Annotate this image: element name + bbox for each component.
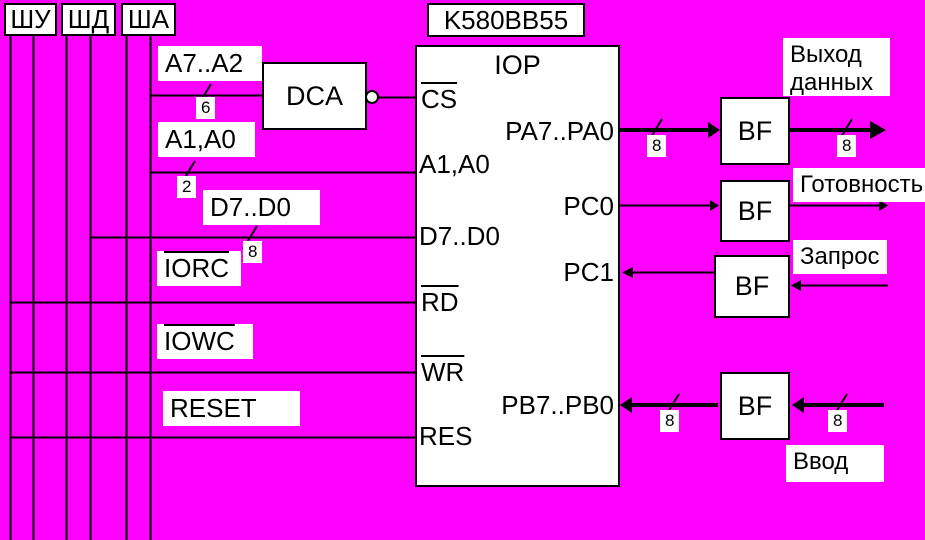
buffer-ready-box: BF [720, 180, 790, 242]
signal-label-d7d0: D7..D0 [203, 190, 320, 226]
bus-width-6: 6 [196, 97, 216, 120]
bus-width-8-pb-chip: 8 [660, 410, 680, 433]
buffer-label: BF [737, 195, 773, 226]
data-output-line2: данных [790, 69, 874, 96]
buffer-request-box: BF [714, 255, 790, 318]
buffer-data-output-box: BF [720, 97, 790, 165]
bus-width-8-pa-out: 8 [837, 135, 857, 158]
pin-pb: PB7..PB0 [501, 390, 614, 420]
buffer-label: BF [737, 390, 773, 421]
pin-rd: RD [421, 287, 459, 317]
pin-pc1: PC1 [563, 257, 614, 287]
pin-pc0: PC0 [563, 191, 614, 221]
pin-pa: PA7..PA0 [505, 116, 614, 146]
pin-res: RES [419, 421, 473, 451]
bus-label-data: ШД [61, 3, 116, 36]
bus-lines [9, 36, 152, 540]
signal-label-iowc: IOWC [157, 324, 253, 360]
chip-title: K580BB55 [427, 3, 585, 37]
data-input-label: Ввод [786, 445, 884, 482]
pin-a1a0: A1,A0 [419, 149, 490, 179]
request-label: Запрос [793, 240, 887, 274]
dca-inverter-bubble [365, 90, 379, 104]
data-output-label: Выход данных [783, 38, 890, 96]
bus-width-8-pa-chip: 8 [647, 135, 667, 158]
dca-decoder-box: DCA [262, 62, 367, 130]
bus-label-address: ША [121, 3, 176, 36]
signal-label-a7a2: A7..A2 [158, 46, 262, 82]
bus-width-8-data: 8 [243, 241, 263, 264]
pin-cs: CS [421, 84, 458, 114]
dca-label: DCA [285, 80, 343, 111]
pin-d7d0: D7..D0 [419, 221, 500, 251]
buffer-label: BF [734, 271, 770, 301]
ready-label: Готовность [793, 168, 925, 202]
buffer-label: BF [737, 115, 773, 146]
chip-name: IOP [494, 50, 541, 80]
bus-width-8-pb-in: 8 [828, 410, 848, 433]
bus-width-2: 2 [177, 176, 197, 199]
iop-chip-body [415, 45, 620, 487]
signal-label-reset: RESET [163, 391, 300, 427]
buffer-data-input-box: BF [720, 372, 790, 440]
signal-label-a1a0: A1,A0 [158, 122, 255, 158]
pin-wr: WR [421, 357, 465, 387]
bus-label-control: ШУ [4, 3, 57, 36]
data-output-line1: Выход [790, 41, 862, 68]
signal-label-iorc: IORC [157, 251, 241, 287]
